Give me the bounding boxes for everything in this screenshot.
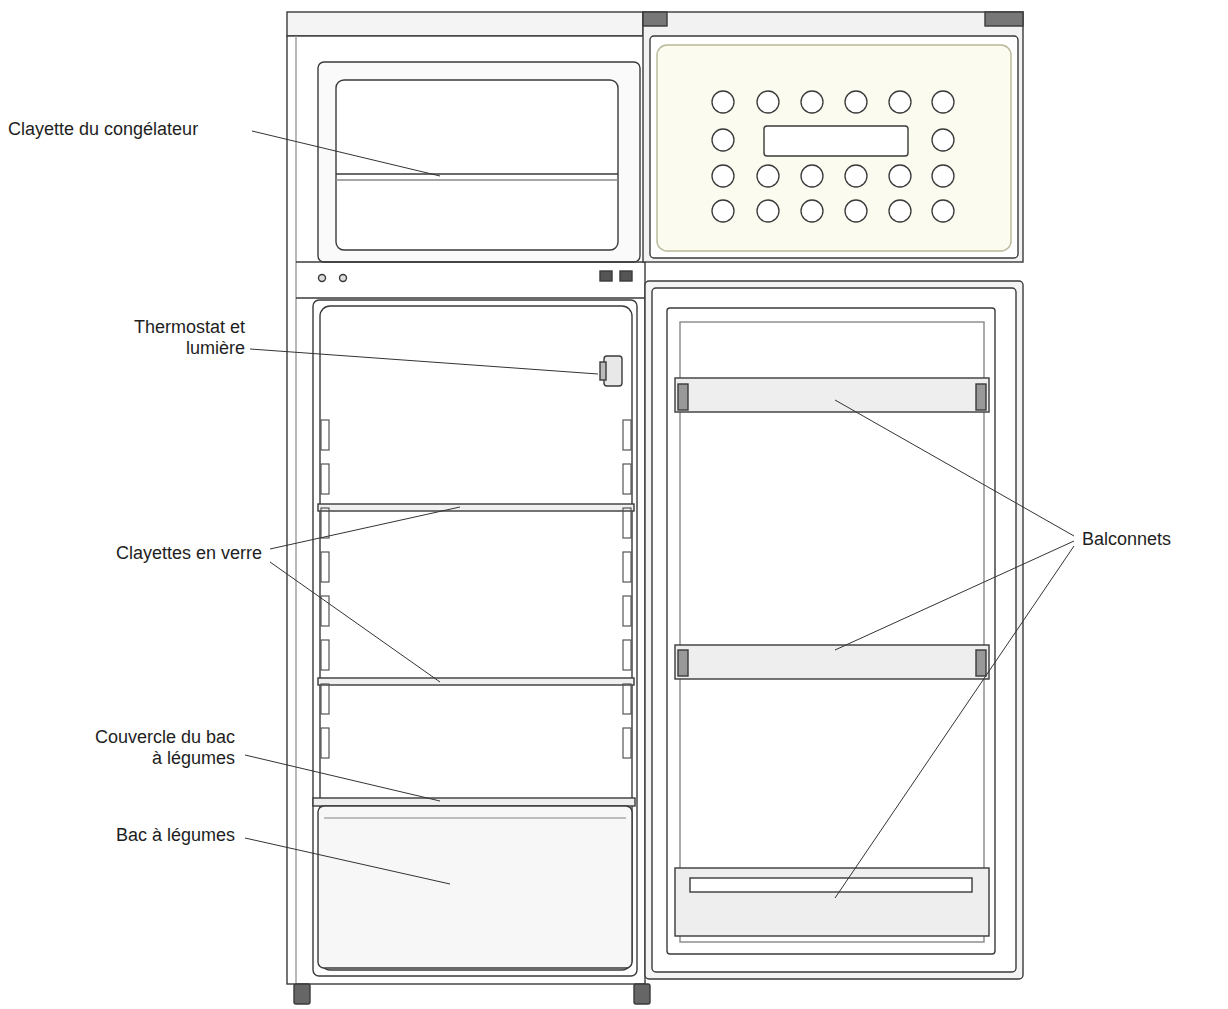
shelf-rails: [321, 420, 631, 758]
shelf-rail: [623, 728, 631, 758]
fridge-door: [645, 281, 1023, 979]
shelf-rail: [623, 640, 631, 670]
egg-slot: [845, 165, 867, 187]
part-label: Couvercle du bac à légumes: [87, 727, 235, 769]
part-label: Balconnets: [1082, 529, 1222, 550]
leader-line: [270, 507, 460, 549]
leader-line: [270, 562, 440, 682]
egg-slot: [845, 91, 867, 113]
egg-slot: [932, 91, 954, 113]
leader-line: [835, 546, 1074, 898]
egg-slot: [932, 165, 954, 187]
shelf-rail: [321, 420, 329, 450]
egg-slot: [932, 129, 954, 151]
egg-slot: [801, 200, 823, 222]
freezer-door: [643, 12, 1023, 262]
leader-line: [835, 400, 1074, 536]
egg-slot: [932, 200, 954, 222]
part-label: Clayettes en verre: [22, 543, 262, 564]
egg-slot: [889, 165, 911, 187]
shelf-rail: [623, 464, 631, 494]
part-label: Thermostat et lumière: [105, 317, 245, 359]
egg-tray: [712, 91, 954, 222]
leader-line: [245, 838, 450, 884]
shelf-rail: [623, 684, 631, 714]
shelf-rail: [321, 728, 329, 758]
egg-slot: [757, 165, 779, 187]
egg-slot: [757, 91, 779, 113]
egg-slot: [889, 91, 911, 113]
egg-slot: [712, 200, 734, 222]
part-label: Bac à légumes: [35, 825, 235, 846]
shelf-rail: [623, 552, 631, 582]
shelf-rail: [321, 640, 329, 670]
egg-slot: [712, 91, 734, 113]
egg-slot: [801, 165, 823, 187]
leader-lines: [245, 131, 1074, 898]
shelf-rail: [321, 684, 329, 714]
leader-line: [835, 541, 1074, 650]
leader-line: [252, 131, 440, 176]
leader-line: [250, 349, 598, 374]
egg-slot: [712, 129, 734, 151]
egg-slot: [712, 165, 734, 187]
shelf-rail: [321, 508, 329, 538]
shelf-rail: [321, 552, 329, 582]
part-label: Clayette du congélateur: [8, 119, 248, 140]
shelf-rail: [321, 464, 329, 494]
fridge-body: [287, 12, 650, 1004]
shelf-rail: [623, 596, 631, 626]
leader-line: [245, 755, 440, 801]
shelf-rail: [623, 508, 631, 538]
shelf-rail: [623, 420, 631, 450]
egg-slot: [845, 200, 867, 222]
egg-slot: [889, 200, 911, 222]
egg-slot: [757, 200, 779, 222]
egg-slot: [801, 91, 823, 113]
